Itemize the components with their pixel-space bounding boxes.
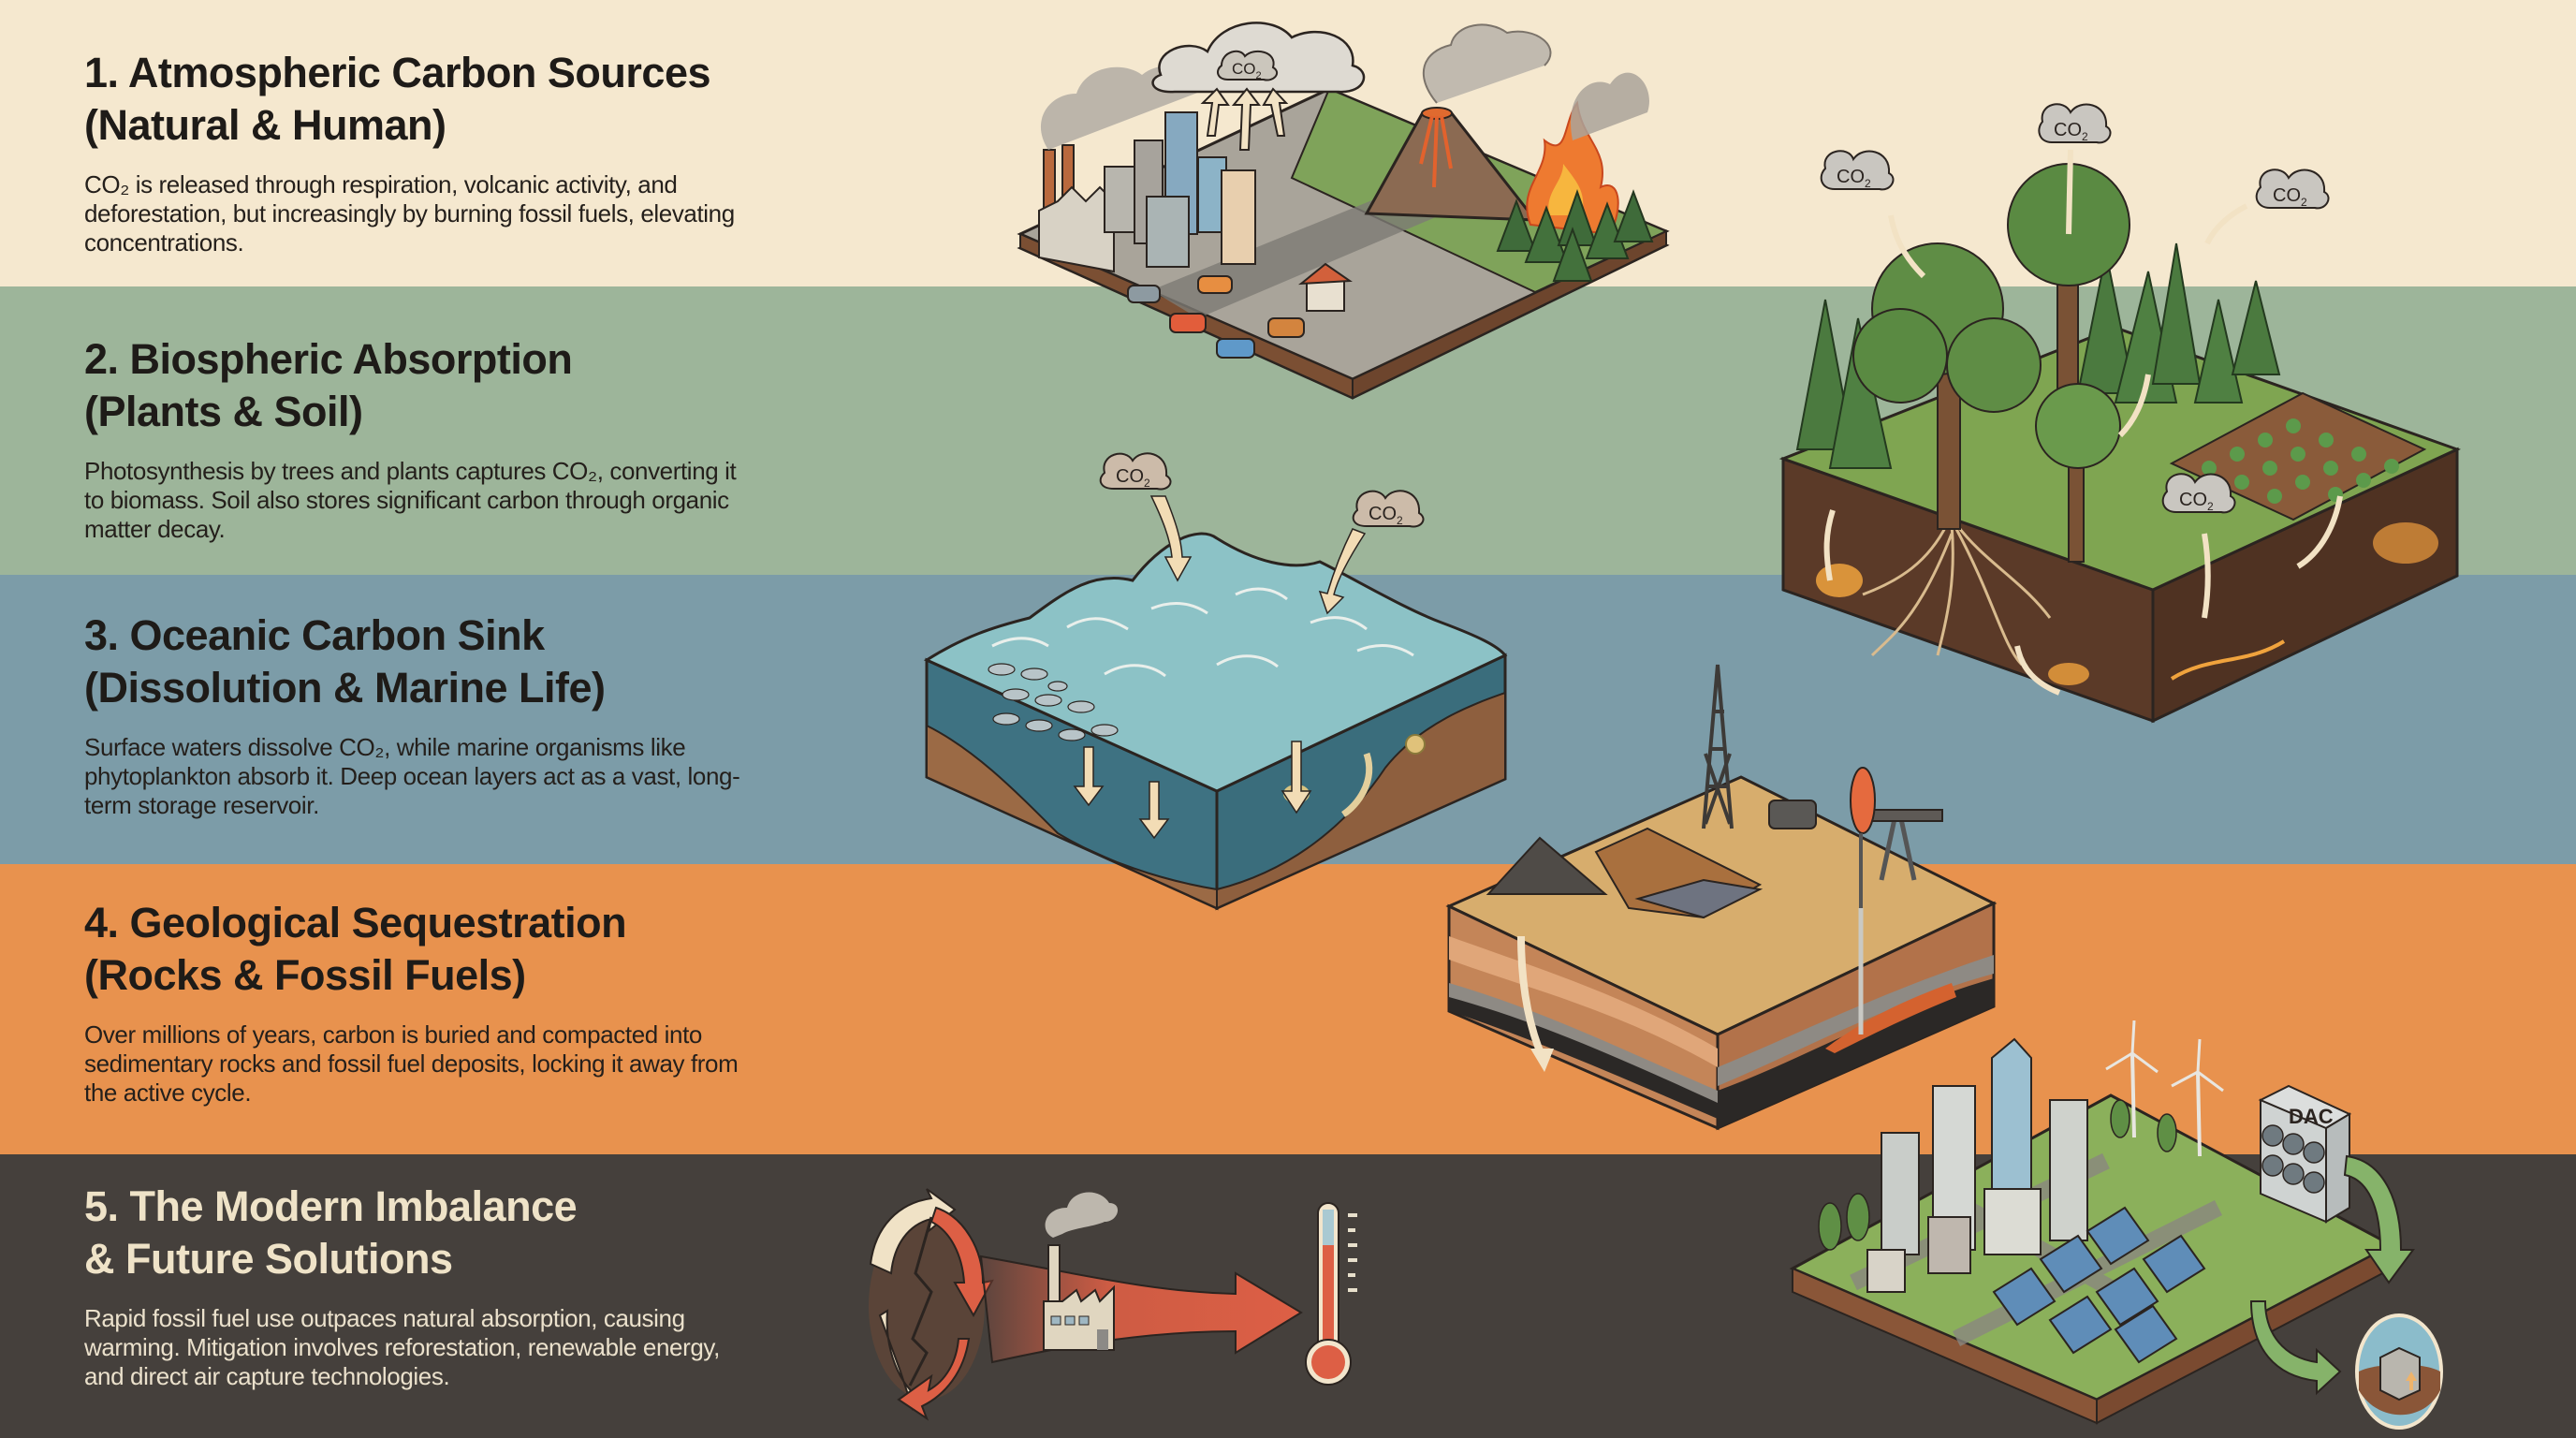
section-1-title: 1. Atmospheric Carbon Sources (Natural &… [84, 47, 758, 152]
section-3-title-line1: 3. Oceanic Carbon Sink [84, 611, 545, 659]
section-geological-sequestration: 4. Geological Sequestration (Rocks & Fos… [0, 864, 2576, 1154]
sinking-carbon-arrows-icon [1073, 741, 1312, 840]
cars-icon [1127, 275, 1305, 359]
illustration-modern-imbalance [869, 1188, 1357, 1421]
section-3-title: 3. Oceanic Carbon Sink (Dissolution & Ma… [84, 609, 758, 714]
broken-carbon-cycle-icon [869, 1188, 994, 1421]
svg-text:CO2: CO2 [1368, 504, 1403, 527]
illustration-atmospheric-sources: CO2 [1017, 22, 1670, 400]
section-4-title-line1: 4. Geological Sequestration [84, 899, 627, 946]
illustration-geological-sequestration [1445, 664, 1998, 1131]
direct-air-capture-unit-icon: DAC [2258, 1084, 2352, 1224]
svg-text:CO2: CO2 [1837, 167, 1871, 190]
section-4-title: 4. Geological Sequestration (Rocks & Fos… [84, 897, 758, 1002]
illustration-future-solutions: DAC [1789, 1020, 2443, 1430]
forest-icon [1795, 163, 2281, 563]
section-2-title-line1: 2. Biospheric Absorption [84, 335, 573, 383]
section-4-text: 4. Geological Sequestration (Rocks & Fos… [84, 897, 758, 1108]
co2-cloud-icon: CO2 [1151, 22, 1366, 94]
section-3-title-line2: (Dissolution & Marine Life) [84, 664, 606, 712]
section-4-description: Over millions of years, carbon is buried… [84, 1020, 739, 1107]
svg-text:DAC: DAC [2289, 1105, 2334, 1128]
upward-arrows-icon [1200, 87, 1289, 151]
section-2-title: 2. Biospheric Absorption (Plants & Soil) [84, 333, 758, 438]
section-2-title-line2: (Plants & Soil) [84, 388, 363, 435]
section-1-description: CO₂ is released through respiration, vol… [84, 170, 735, 257]
oil-derrick-icon [1702, 664, 1734, 829]
co2-cloud-icon: CO2 [1099, 452, 1172, 491]
underground-storage-icon [2355, 1313, 2443, 1430]
skyscrapers-icon [1866, 1037, 2088, 1293]
section-1-title-line2: (Natural & Human) [84, 101, 446, 149]
illustration-biospheric-absorption: CO2 CO2 CO2 CO2 [1778, 103, 2461, 724]
co2-cloud-icon: CO2 [1352, 490, 1425, 528]
volcano-icon [1364, 23, 1552, 222]
trees-icon [1818, 1099, 2177, 1251]
svg-text:CO2: CO2 [2179, 490, 2214, 513]
capture-arrows-icon [2249, 1154, 2415, 1396]
section-2-description: Photosynthesis by trees and plants captu… [84, 457, 737, 543]
co2-cloud-icon: CO2 [2038, 103, 2112, 144]
burning-forest-icon [1496, 72, 1654, 282]
pump-jack-icon [1850, 767, 1943, 1034]
mine-pit-icon [1594, 827, 1764, 919]
wind-turbines-icon [2105, 1020, 2224, 1157]
section-3-text: 3. Oceanic Carbon Sink (Dissolution & Ma… [84, 609, 758, 820]
svg-text:CO2: CO2 [2054, 120, 2088, 143]
coal-pile-icon [1486, 836, 1608, 895]
city-buildings-icon [1104, 111, 1256, 268]
truck-icon [1768, 800, 1817, 829]
section-5-title: 5. The Modern Imbalance & Future Solutio… [84, 1181, 758, 1285]
co2-cloud-icon: CO2 [2255, 169, 2330, 210]
thermometer-icon [1305, 1202, 1357, 1386]
section-5-description: Rapid fossil fuel use outpaces natural a… [84, 1304, 720, 1390]
burial-arrow-icon [1517, 935, 1546, 1060]
co2-cloud-icon: CO2 [1820, 150, 1895, 191]
solar-panels-icon [1992, 1206, 2206, 1364]
section-2-text: 2. Biospheric Absorption (Plants & Soil)… [84, 333, 758, 544]
dissolution-arrows-icon [1149, 495, 1367, 615]
factory-icon [1043, 1192, 1119, 1351]
tree-roots-icon [1862, 523, 2052, 667]
absorption-arrows-icon [1823, 149, 2343, 696]
section-5-title-line1: 5. The Modern Imbalance [84, 1182, 578, 1230]
emission-arrow-icon [979, 1255, 1303, 1364]
section-1-title-line1: 1. Atmospheric Carbon Sources [84, 49, 711, 96]
svg-text:CO2: CO2 [1116, 466, 1150, 490]
svg-text:CO2: CO2 [1232, 60, 1262, 81]
section-3-description: Surface waters dissolve CO₂, while marin… [84, 733, 740, 819]
section-4-title-line2: (Rocks & Fossil Fuels) [84, 951, 526, 999]
section-5-text: 5. The Modern Imbalance & Future Solutio… [84, 1181, 758, 1391]
section-1-text: 1. Atmospheric Carbon Sources (Natural &… [84, 47, 758, 257]
illustration-oceanic-sink: CO2 CO2 [923, 452, 1508, 911]
plankton-icon [1283, 734, 1426, 817]
house-icon [1297, 262, 1353, 312]
section-5-title-line2: & Future Solutions [84, 1235, 453, 1283]
co2-cloud-icon: CO2 [2161, 473, 2236, 514]
svg-text:CO2: CO2 [2273, 185, 2307, 209]
fish-school-icon [988, 663, 1119, 741]
